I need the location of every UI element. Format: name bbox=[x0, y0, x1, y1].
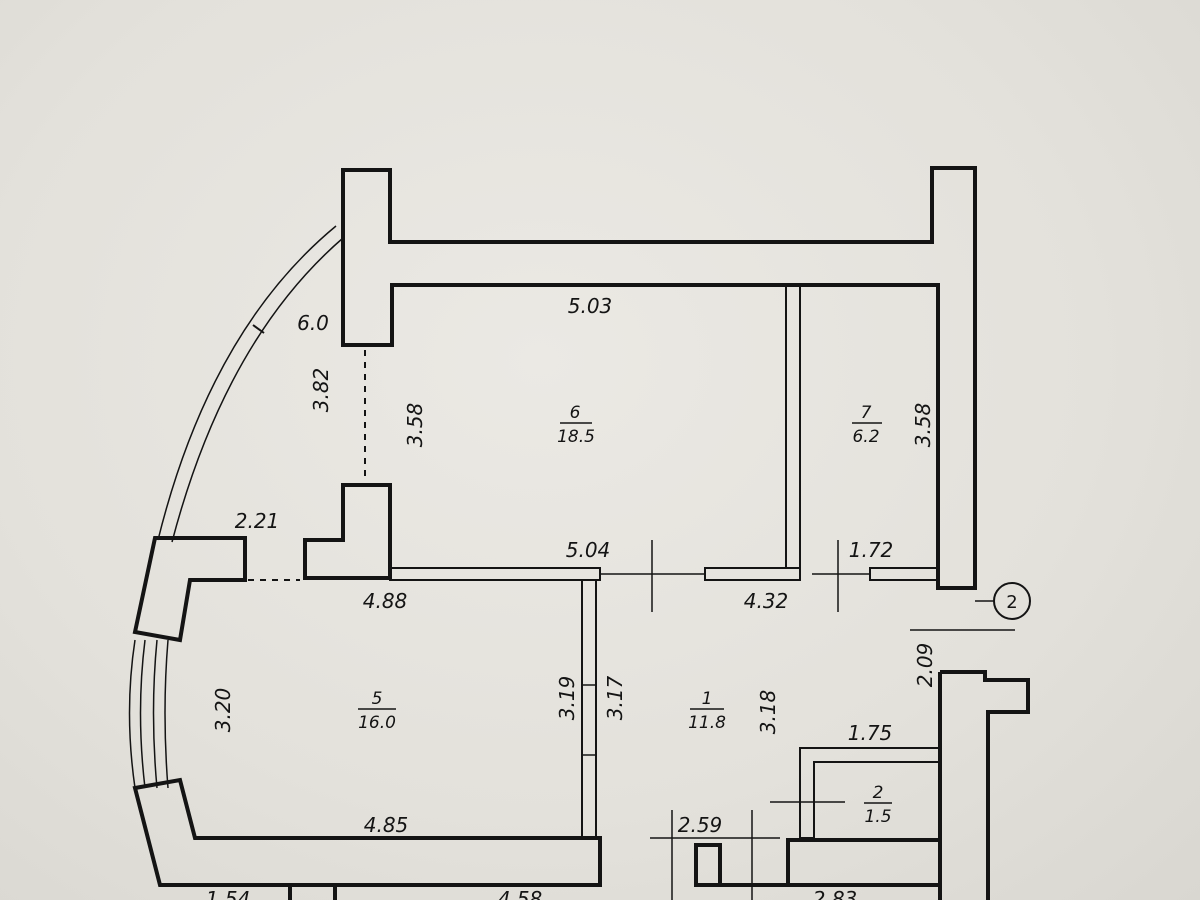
room-label-6: 6 18.5 bbox=[557, 403, 595, 447]
dim-3-20: 3.20 bbox=[211, 688, 235, 733]
wall-bottom-strip bbox=[200, 883, 600, 900]
dim-3-58-right: 3.58 bbox=[911, 403, 935, 448]
dim-2-09: 2.09 bbox=[913, 643, 937, 688]
wall-stub-left bbox=[303, 483, 392, 580]
dim-3-58-left: 3.58 bbox=[403, 403, 427, 448]
dim-3-17: 3.17 bbox=[603, 675, 627, 720]
partition-5-1 bbox=[581, 579, 597, 839]
dim-3-19: 3.19 bbox=[555, 676, 579, 721]
dim-4-85: 4.85 bbox=[364, 813, 409, 837]
room-7-number: 7 bbox=[861, 403, 872, 423]
partition-under-rooms bbox=[389, 567, 601, 581]
dim-4-58: 4.58 bbox=[498, 887, 543, 900]
room-6-area: 18.5 bbox=[557, 427, 595, 447]
wall-bottom-right bbox=[786, 838, 942, 887]
room-7-area: 6.2 bbox=[852, 427, 879, 447]
dim-2-59: 2.59 bbox=[678, 813, 723, 837]
dim-3-18: 3.18 bbox=[756, 690, 780, 735]
wall-bay-lower bbox=[132, 777, 602, 887]
window-arc-left-3 bbox=[152, 639, 158, 789]
partition-6-7 bbox=[785, 284, 801, 569]
window-arc-left-1 bbox=[128, 639, 136, 789]
bay-window-mullion bbox=[252, 324, 265, 334]
room-2-number: 2 bbox=[873, 783, 884, 803]
room-5-area: 16.0 bbox=[358, 713, 396, 733]
dim-2-83: 2.83 bbox=[813, 887, 858, 900]
room-label-1: 1 11.8 bbox=[688, 689, 726, 733]
window-arc-left-2 bbox=[139, 639, 146, 789]
room-1-area: 11.8 bbox=[688, 713, 726, 733]
wall-bay-upper bbox=[132, 536, 247, 643]
window-arc-left-4 bbox=[164, 639, 169, 789]
dim-4-88: 4.88 bbox=[363, 589, 408, 613]
dim-1-54: 1.54 bbox=[206, 887, 251, 900]
partition-under-room6-right bbox=[704, 567, 801, 581]
room-5-number: 5 bbox=[372, 689, 383, 709]
dim-3-82: 3.82 bbox=[309, 368, 333, 413]
partition-under-room7 bbox=[869, 567, 939, 581]
room-label-7: 7 6.2 bbox=[852, 403, 882, 447]
wall-column-top-left bbox=[341, 166, 977, 590]
room-label-2: 2 1.5 bbox=[864, 783, 892, 827]
axis-marker-label: 2 bbox=[1006, 592, 1017, 613]
dim-5-03: 5.03 bbox=[568, 294, 613, 318]
wall-bottom-middle bbox=[694, 843, 722, 887]
dim-1-72: 1.72 bbox=[849, 538, 894, 562]
room-label-5: 5 16.0 bbox=[358, 689, 396, 733]
dim-5-04: 5.04 bbox=[566, 538, 611, 562]
room-1-number: 1 bbox=[702, 689, 713, 709]
dim-6-0: 6.0 bbox=[297, 311, 329, 335]
dim-1-75: 1.75 bbox=[848, 721, 893, 745]
dim-2-21: 2.21 bbox=[235, 509, 280, 533]
room-2-area: 1.5 bbox=[864, 807, 891, 827]
dim-4-32: 4.32 bbox=[744, 589, 789, 613]
room-6-number: 6 bbox=[570, 403, 581, 423]
bay-window-arc-outer bbox=[157, 225, 337, 541]
bay-window-arc-inner bbox=[171, 237, 344, 543]
wall-right-lower bbox=[940, 670, 1030, 900]
